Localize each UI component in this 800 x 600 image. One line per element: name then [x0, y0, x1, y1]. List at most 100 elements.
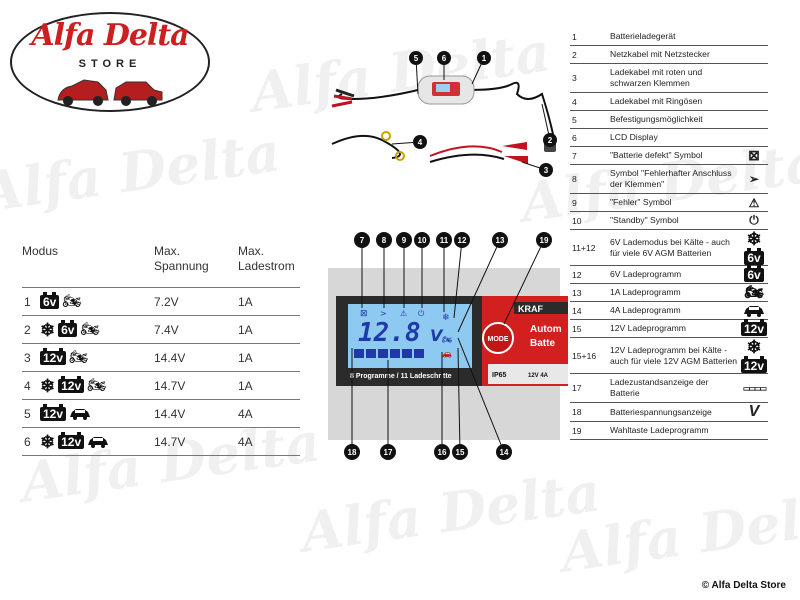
battery-12v-icon: 12v	[740, 318, 768, 336]
clamp-icon: ➢	[748, 172, 760, 186]
photo-callout-text: 6	[442, 54, 447, 63]
legend-icons: 🏍	[740, 284, 768, 301]
legend-text: Batteriespannungsanzeige	[610, 406, 712, 417]
lcd-warning-icon: ⚠	[400, 309, 407, 318]
battery-12v-icon: 12v	[58, 431, 85, 449]
legend-row: 4 Ladekabel mit Ringösen	[570, 93, 768, 111]
logo-cars-icon	[57, 79, 163, 106]
brand-text: KRAF	[518, 304, 543, 314]
legend-row: 17 Ladezustandsanzeige der Batterie ▭▭▭▭	[570, 374, 768, 403]
warning-icon: ⚠	[748, 195, 760, 210]
snowflake-icon: ❄	[40, 375, 56, 396]
mode-voltage: 7.4V	[154, 322, 179, 337]
callout-14: 14	[500, 448, 509, 457]
lcd-snow-icon: ❄	[442, 313, 450, 323]
lcd-callouts-top: 7 8 9 10 11 12 13 19	[354, 232, 552, 333]
callout-13: 13	[496, 236, 505, 245]
battery-6v-icon: 6v	[40, 291, 60, 309]
lcd-moto-icon: 🏍	[442, 335, 453, 344]
legend-text: Ladezustandsanzeige der Batterie	[610, 377, 709, 398]
legend-icons: ❄6v	[740, 230, 768, 265]
legend-row: 5 Befestigungsmöglichkeit	[570, 111, 768, 129]
photo-callout-text: 5	[414, 54, 419, 63]
legend-number: 14	[572, 305, 582, 316]
modes-table-header: Modus Max. Spannung Max. Ladestrom	[22, 242, 300, 288]
legend-text: 6V Ladeprogramm	[610, 269, 682, 279]
mode-number: 1	[24, 294, 31, 309]
motorcycle-icon: 🏍	[69, 348, 89, 366]
mode-voltage: 14.7V	[154, 378, 186, 393]
mode-button-label: MODE	[488, 336, 509, 343]
lcd-detail-diagram: KRAF Autom Batte MODE IP65 12V 4A ⊠ > ⚠ …	[328, 232, 568, 460]
mode-number: 4	[24, 378, 31, 393]
legend-number: 19	[572, 425, 582, 436]
lcd-car-icon: 🚗	[442, 349, 452, 358]
legend-row: 12 6V Ladeprogramm 6v	[570, 264, 768, 284]
legend-text: 4A Ladeprogramm	[610, 305, 681, 315]
legend-text: "Fehler" Symbol	[610, 197, 672, 207]
power-icon: ⏻	[749, 213, 759, 227]
mode-button	[482, 322, 514, 354]
legend-icons: ⊠	[740, 147, 768, 164]
legend-number: 4	[572, 96, 577, 107]
snowflake-icon: ❄	[746, 229, 762, 249]
battery-12v-icon: 12v	[40, 347, 67, 365]
legend-number: 5	[572, 114, 577, 125]
lcd-charge-bar	[354, 349, 424, 358]
legend-text: "Standby" Symbol	[610, 215, 679, 225]
photo-callout-4: 4	[391, 135, 427, 149]
legend-text: Befestigungsmöglichkeit	[610, 114, 703, 124]
legend-icons: ▭▭▭▭	[740, 384, 768, 393]
snowflake-icon: ❄	[40, 431, 56, 452]
photo-callout-5: 5	[409, 51, 423, 95]
battery-6v-icon: 6v	[744, 264, 764, 282]
callout-18: 18	[348, 448, 357, 457]
legend-text: 6V Lademodus bei Kälte - auch für viele …	[610, 236, 730, 258]
mode-voltage: 7.2V	[154, 294, 179, 309]
logo-oval	[10, 12, 210, 112]
motorcycle-icon: 🏍	[62, 292, 82, 310]
mode-number: 2	[24, 322, 31, 337]
mode-current: 4A	[238, 434, 253, 449]
legend-icons: ⏻	[740, 213, 768, 228]
legend-number: 1	[572, 31, 577, 42]
legend-row: 9 "Fehler" Symbol ⚠	[570, 194, 768, 212]
legend-number: 12	[572, 269, 582, 280]
snowflake-icon: ❄	[746, 337, 762, 357]
callout-15: 15	[456, 448, 465, 457]
mode-number: 6	[24, 434, 31, 449]
store-logo[interactable]: Alfa Delta STORE	[10, 12, 210, 112]
legend-text: 1A Ladeprogramm	[610, 287, 681, 297]
legend-text: Ladekabel mit Ringösen	[610, 96, 703, 106]
motorcycle-icon: 🏍	[87, 376, 107, 394]
car-icon	[744, 305, 764, 317]
lcd-clamp-icon: >	[380, 309, 387, 318]
mode-current: 1A	[238, 350, 253, 365]
legend-icons: ⚠	[740, 196, 768, 210]
logo-store-text: STORE	[78, 58, 142, 70]
car-icon	[88, 436, 109, 448]
legend-number: 9	[572, 197, 577, 208]
battery-6v-icon: 6v	[58, 319, 78, 337]
callout-12: 12	[458, 236, 467, 245]
legend-text: Batterieladegerät	[610, 31, 676, 41]
mode-voltage: 14.4V	[154, 406, 186, 421]
callout-7: 7	[360, 236, 365, 245]
legend-number: 15	[572, 323, 582, 334]
legend-number: 17	[572, 383, 582, 393]
callout-10: 10	[418, 236, 427, 245]
legend-number: 10	[572, 215, 582, 226]
mode-current: 4A	[238, 406, 253, 421]
mode-icons: 12v🏍	[40, 347, 154, 366]
